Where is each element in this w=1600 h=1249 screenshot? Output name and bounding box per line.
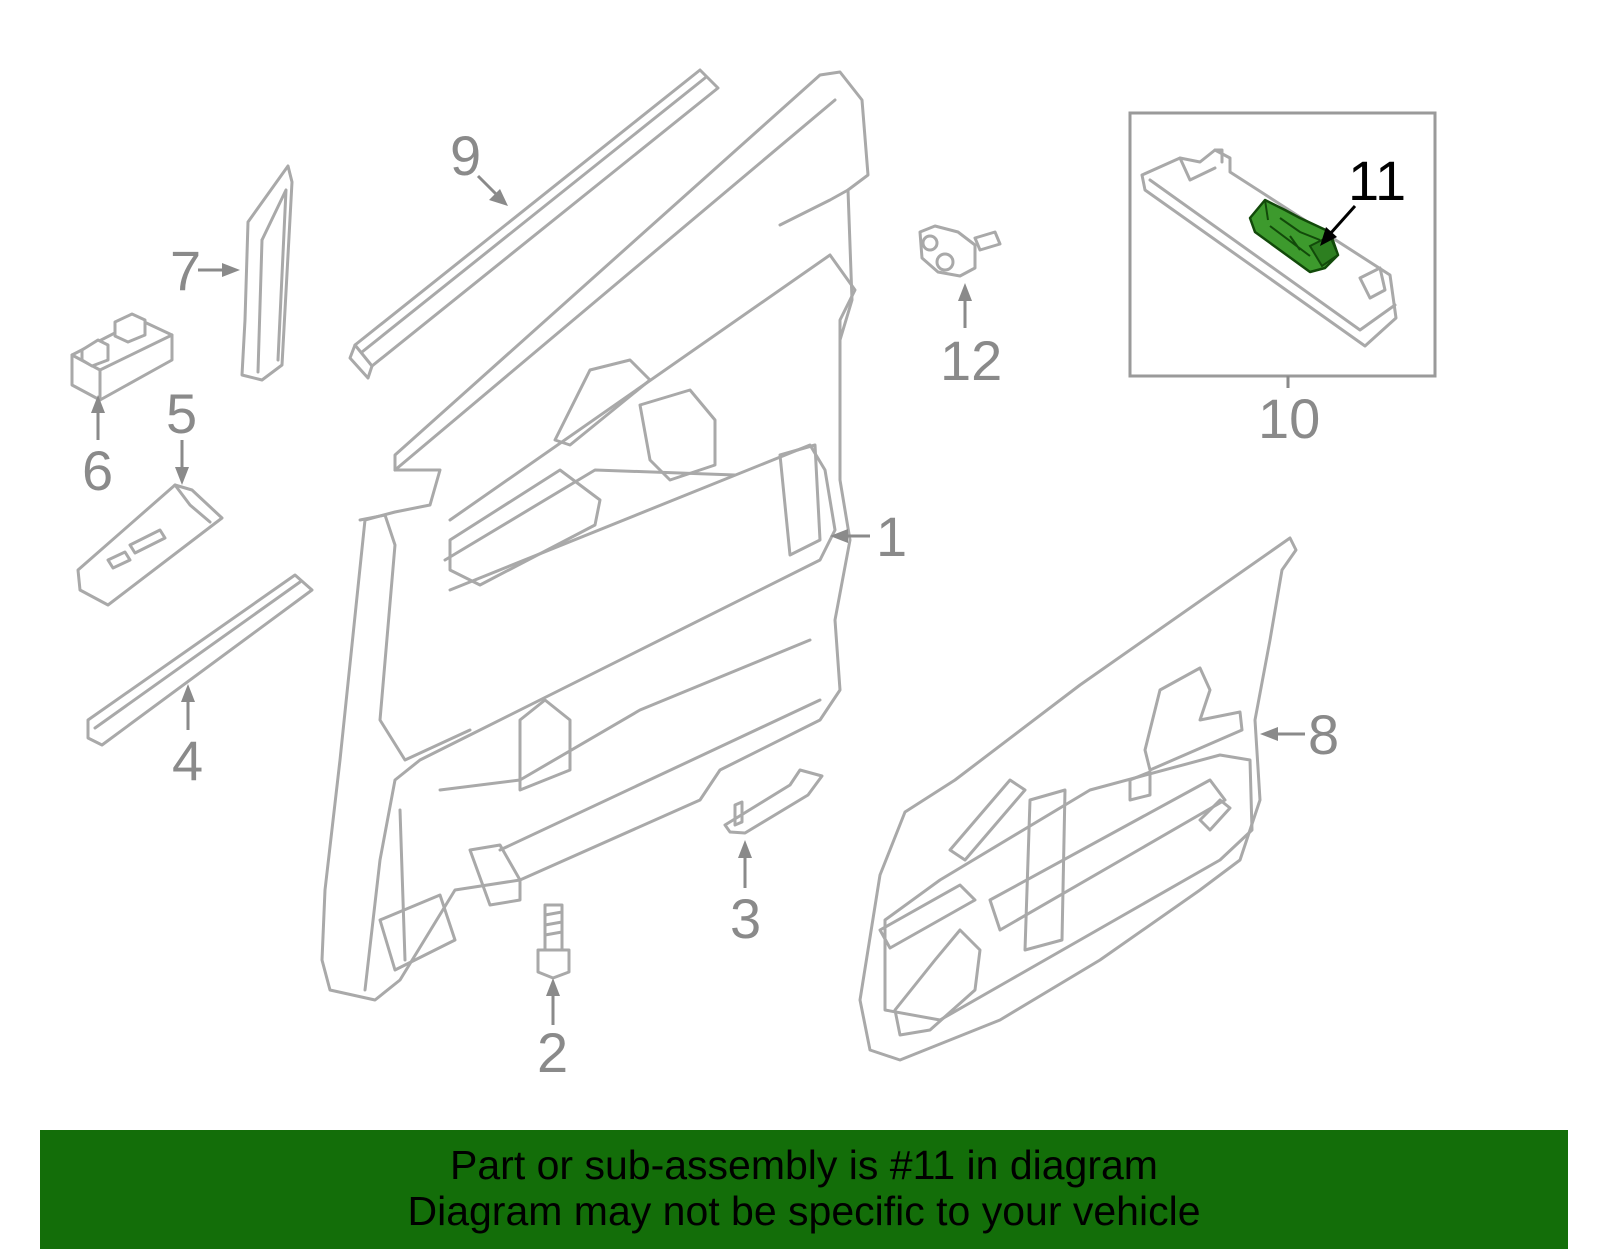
callout-6: 6 — [82, 395, 113, 502]
callout-11: 11 — [1320, 149, 1406, 246]
part-8-inner-panel[interactable] — [858, 536, 1298, 1062]
part-9-weatherstrip[interactable] — [348, 68, 720, 380]
callout-12-label: 12 — [940, 329, 1002, 392]
callout-2-label: 2 — [537, 1021, 568, 1084]
inset-part-10-window-switch-assembly[interactable] — [1128, 111, 1437, 378]
callout-6-label: 6 — [82, 439, 113, 502]
part-4-armrest-strip[interactable] — [86, 573, 314, 747]
callout-7-label: 7 — [170, 239, 201, 302]
callout-9: 9 — [450, 124, 508, 206]
callout-12: 12 — [940, 283, 1002, 392]
callout-3-label: 3 — [730, 887, 761, 950]
parts-diagram: 1 2 3 4 5 6 7 8 9 10 — [70, 68, 1437, 1084]
part-6-switch[interactable] — [70, 312, 174, 402]
part-12-clip[interactable] — [918, 224, 1002, 278]
callout-4-label: 4 — [172, 729, 203, 792]
callout-1: 1 — [830, 505, 907, 568]
part-2-bolt[interactable] — [536, 903, 571, 980]
callout-4: 4 — [172, 684, 203, 792]
callout-8-label: 8 — [1308, 703, 1339, 766]
callout-5: 5 — [166, 382, 197, 485]
callout-10-label: 10 — [1258, 387, 1320, 450]
callout-7: 7 — [170, 239, 240, 302]
callout-1-label: 1 — [876, 505, 907, 568]
callout-2: 2 — [537, 978, 568, 1084]
part-5-bezel[interactable] — [76, 483, 224, 607]
callout-8: 8 — [1260, 703, 1339, 766]
callout-9-label: 9 — [450, 124, 481, 187]
info-banner: Part or sub-assembly is #11 in diagram D… — [40, 1130, 1568, 1249]
part-7-trim-strip[interactable] — [240, 164, 294, 382]
callout-3: 3 — [730, 840, 761, 950]
banner-line-2: Diagram may not be specific to your vehi… — [407, 1188, 1201, 1234]
banner-line-1: Part or sub-assembly is #11 in diagram — [450, 1142, 1158, 1188]
callout-5-label: 5 — [166, 382, 197, 445]
part-3-bracket[interactable] — [723, 768, 824, 835]
callout-11-label: 11 — [1348, 149, 1406, 212]
callout-10: 10 — [1258, 376, 1320, 450]
part-1-door-trim-panel[interactable] — [320, 70, 870, 1002]
